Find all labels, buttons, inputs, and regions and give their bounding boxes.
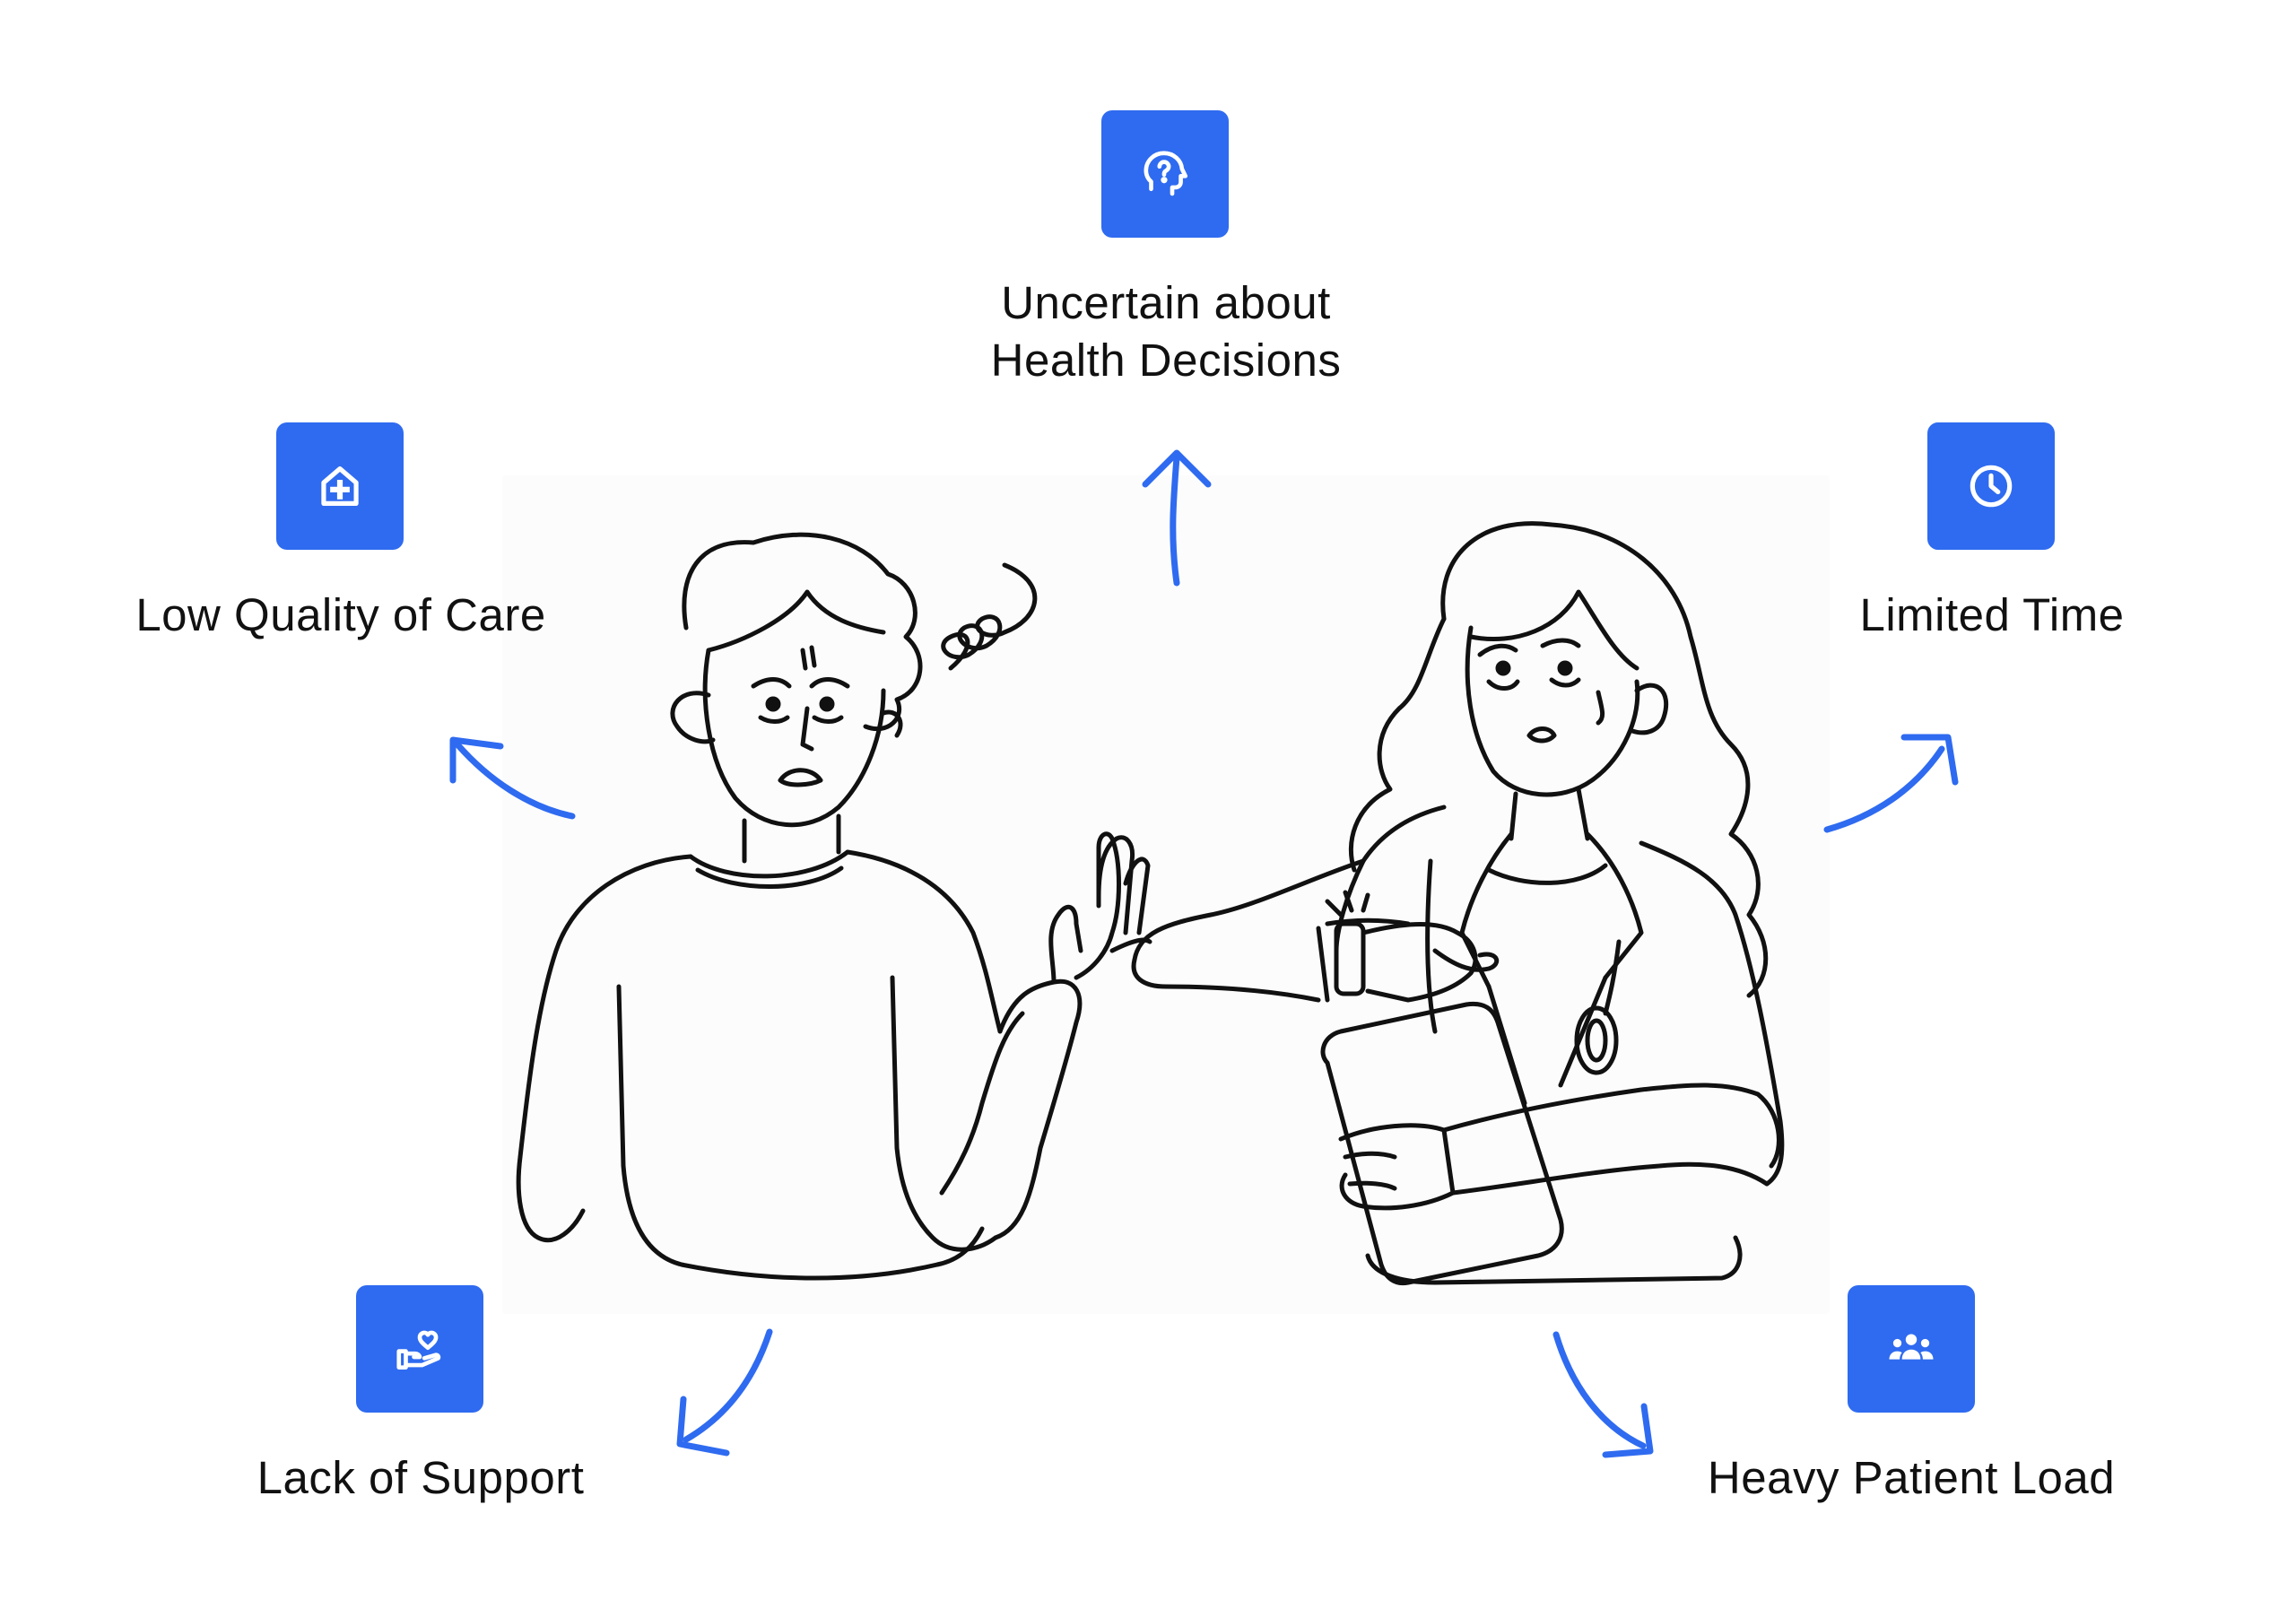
heavy-load-icon-tile (1848, 1285, 1975, 1413)
limited-time-icon-tile (1927, 422, 2055, 550)
arrow-up-right (1823, 734, 1959, 833)
limited-time-label: Limited Time (1859, 589, 2125, 640)
uncertain-label-line1: Uncertain about (1001, 277, 1331, 328)
lack-support-label: Lack of Support (257, 1452, 585, 1503)
low-quality-label: Low Quality of Care (135, 589, 546, 640)
hand-heart-icon (396, 1330, 441, 1370)
arrow-down-left (676, 1328, 773, 1457)
illustration-background (502, 475, 1830, 1314)
doctor-figure (1131, 521, 1785, 1286)
arrow-up-left (449, 736, 576, 820)
lack-support-icon-tile (356, 1285, 483, 1413)
people-group-icon (1889, 1334, 1934, 1360)
heavy-load-label: Heavy Patient Load (1707, 1452, 2116, 1503)
arrow-down-right (1552, 1331, 1654, 1458)
uncertain-icon-tile (1101, 110, 1229, 238)
uncertain-label: Uncertain about Health Decisions (991, 274, 1342, 389)
head-question-icon (1144, 151, 1188, 196)
clock-icon (1970, 465, 2013, 508)
low-quality-icon-tile (276, 422, 404, 550)
patient-figure (516, 532, 1152, 1281)
arrow-up (1142, 449, 1212, 587)
uncertain-label-line2: Health Decisions (990, 335, 1342, 386)
hospital-icon (321, 466, 359, 506)
